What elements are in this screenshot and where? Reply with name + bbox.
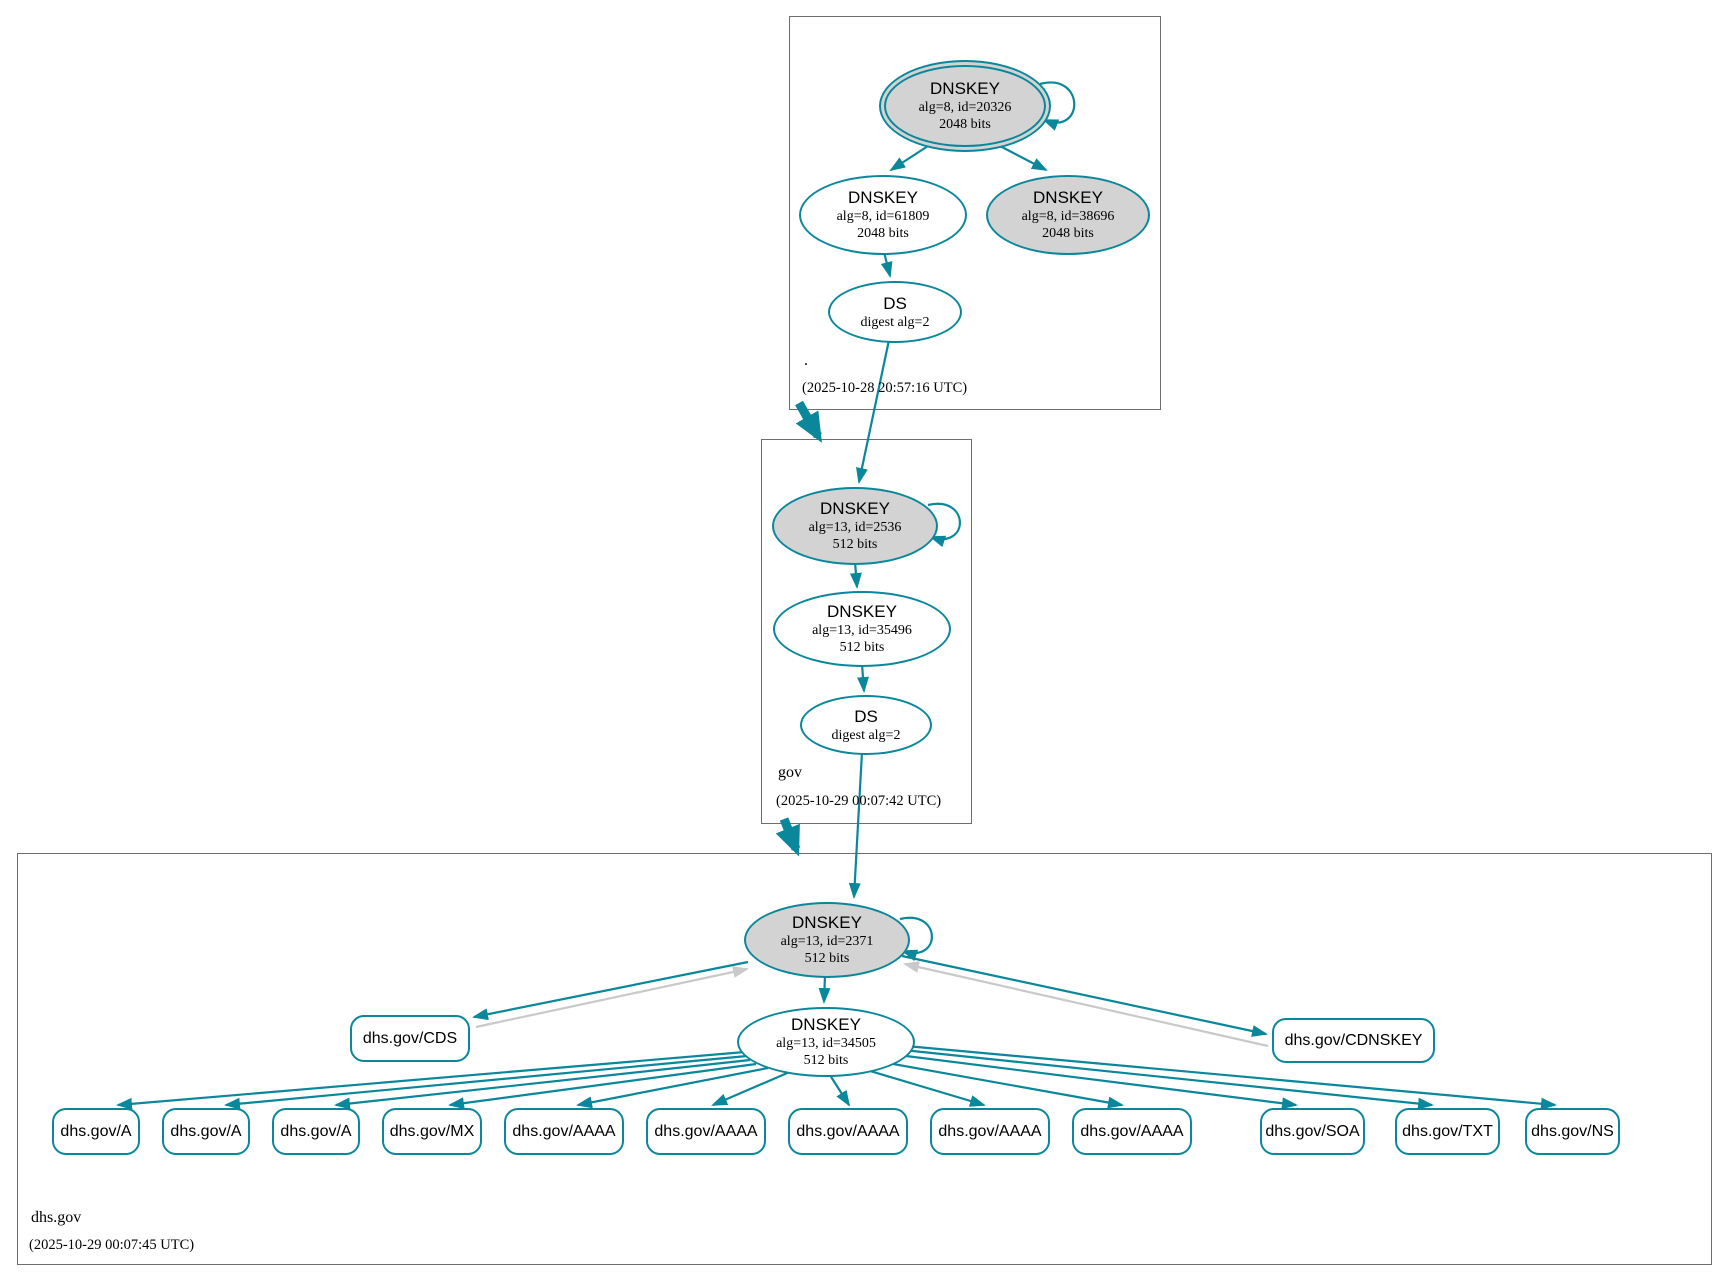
node-bits: 512 bits (804, 951, 850, 966)
delegation-arrows (775, 400, 822, 857)
rrset-node[interactable]: dhs.gov/AAAA (788, 1108, 908, 1155)
gov-ds-node[interactable]: DS digest alg=2 (800, 695, 932, 755)
node-alg: alg=13, id=2371 (780, 934, 874, 949)
node-title: DNSKEY (1033, 188, 1103, 207)
node-bits: 2048 bits (939, 117, 991, 132)
node-alg: alg=13, id=34505 (776, 1036, 876, 1051)
node-bits: 512 bits (839, 640, 885, 655)
rrset-node[interactable]: dhs.gov/MX (382, 1108, 482, 1155)
dhs-ksk-dnskey-node[interactable]: DNSKEY alg=13, id=2371 512 bits (744, 902, 910, 978)
node-title: DS (854, 706, 878, 726)
node-title: DNSKEY (820, 499, 890, 518)
zone-timestamp-dhs-gov: (2025-10-29 00:07:45 UTC) (29, 1237, 195, 1253)
node-bits: 2048 bits (857, 226, 909, 241)
node-alg: alg=13, id=2536 (808, 520, 902, 535)
rrset-node[interactable]: dhs.gov/TXT (1395, 1108, 1500, 1155)
rrset-node[interactable]: dhs.gov/A (272, 1108, 360, 1155)
rrset-node[interactable]: dhs.gov/A (162, 1108, 250, 1155)
zone-label-dhs-gov: dhs.gov (31, 1209, 82, 1226)
rrset-node[interactable]: dhs.gov/AAAA (646, 1108, 766, 1155)
zone-box-dhs-gov (17, 853, 1712, 1265)
gov-zone-edges (848, 502, 961, 899)
node-title: DNSKEY (792, 913, 862, 932)
rrset-node[interactable]: dhs.gov/AAAA (930, 1108, 1050, 1155)
cdnskey-node[interactable]: dhs.gov/CDNSKEY (1272, 1018, 1435, 1063)
node-bits: 512 bits (803, 1053, 849, 1068)
rrset-node[interactable]: dhs.gov/AAAA (1072, 1108, 1192, 1155)
root-ksk-inner-ring: DNSKEY alg=8, id=20326 2048 bits (884, 65, 1046, 147)
root-dnskey-38696-node[interactable]: DNSKEY alg=8, id=38696 2048 bits (986, 175, 1150, 255)
rrset-node[interactable]: dhs.gov/A (52, 1108, 140, 1155)
zone-timestamp-gov: (2025-10-29 00:07:42 UTC) (776, 793, 942, 809)
rrset-node[interactable]: dhs.gov/AAAA (504, 1108, 624, 1155)
rrset-node[interactable]: dhs.gov/SOA (1260, 1108, 1365, 1155)
root-ds-node[interactable]: DS digest alg=2 (828, 281, 962, 343)
rrset-node[interactable]: dhs.gov/NS (1525, 1108, 1620, 1155)
node-bits: 2048 bits (1042, 226, 1094, 241)
zone-label-gov: gov (778, 764, 802, 781)
zone-timestamp-root: (2025-10-28 20:57:16 UTC) (802, 380, 968, 396)
gov-zsk-dnskey-node[interactable]: DNSKEY alg=13, id=35496 512 bits (773, 591, 951, 667)
node-alg: alg=8, id=61809 (836, 209, 930, 224)
node-alg: alg=13, id=35496 (812, 623, 912, 638)
node-alg: alg=8, id=38696 (1021, 209, 1115, 224)
dhs-zone-edges (116, 916, 1557, 1110)
gray-edges (475, 961, 1269, 1048)
zone-label-root: . (804, 352, 808, 369)
zone-box-gov (761, 439, 972, 824)
root-zsk-dnskey-node[interactable]: DNSKEY alg=8, id=61809 2048 bits (799, 175, 967, 255)
node-bits: 512 bits (832, 537, 878, 552)
root-zone-edges (856, 81, 1076, 484)
node-title: DNSKEY (791, 1015, 861, 1034)
node-alg: digest alg=2 (831, 727, 901, 743)
node-title: DNSKEY (848, 188, 918, 207)
node-alg: digest alg=2 (860, 314, 930, 330)
node-alg: alg=8, id=20326 (918, 100, 1012, 115)
gov-ksk-dnskey-node[interactable]: DNSKEY alg=13, id=2536 512 bits (772, 487, 938, 565)
dhs-zsk-dnskey-node[interactable]: DNSKEY alg=13, id=34505 512 bits (737, 1007, 915, 1077)
node-title: DNSKEY (827, 602, 897, 621)
node-title: DNSKEY (930, 79, 1000, 98)
zone-box-root (789, 16, 1161, 410)
root-ksk-dnskey-node[interactable]: DNSKEY alg=8, id=20326 2048 bits (879, 60, 1051, 152)
node-title: DS (883, 293, 907, 313)
cds-node[interactable]: dhs.gov/CDS (350, 1015, 470, 1062)
